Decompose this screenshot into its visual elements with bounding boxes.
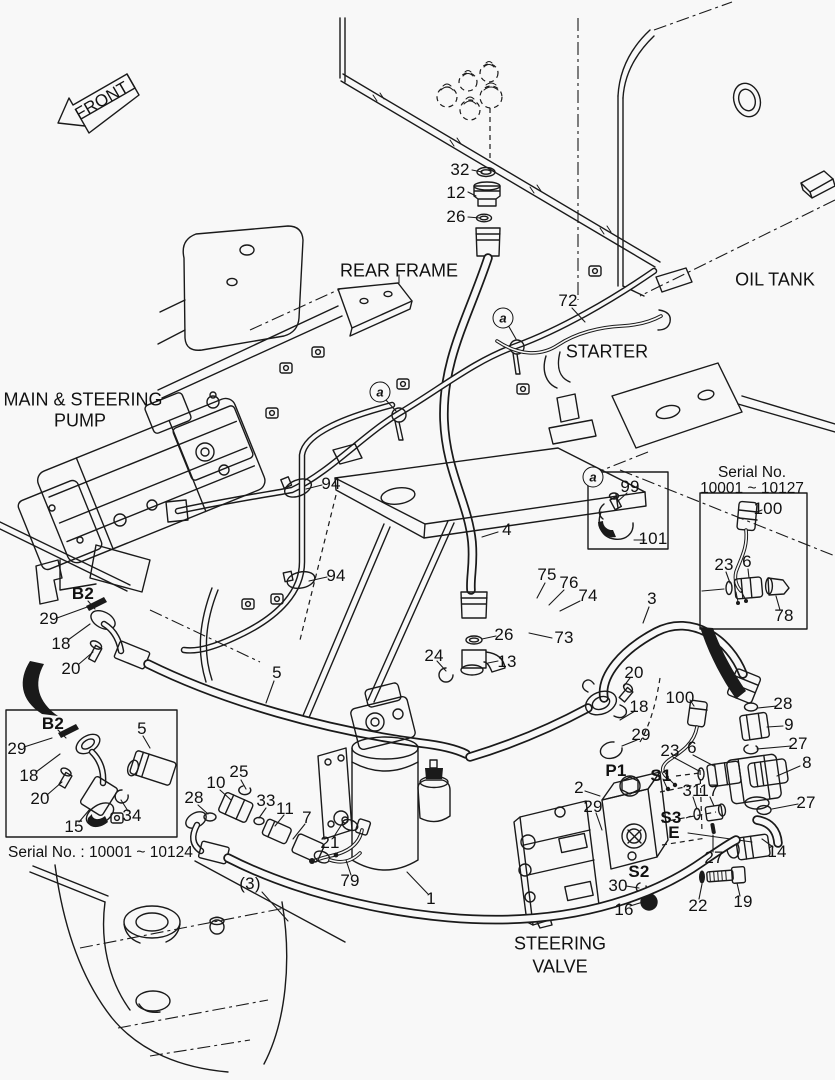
pointer-swooshes	[22, 627, 746, 716]
s1-fitting-chain	[676, 758, 788, 842]
deck-plate	[300, 444, 646, 720]
steering-valve-body	[514, 801, 599, 928]
priority-valve-block	[602, 770, 716, 869]
main-steering-pump	[16, 392, 267, 592]
right-fitting-chain	[726, 668, 782, 860]
starter-cable-72	[497, 310, 670, 444]
hose-5	[148, 664, 466, 754]
lower-hose	[183, 808, 736, 919]
leader-lines	[24, 170, 800, 921]
frame-nuts	[111, 266, 601, 823]
bolt-cluster	[437, 62, 502, 163]
rear-frame-bracket	[158, 283, 412, 398]
pressure-switch-wire	[663, 700, 708, 792]
upper-left-plate	[158, 226, 303, 350]
frame-rail-top	[340, 18, 660, 267]
fitting-stack-top	[474, 168, 500, 257]
inset-box-right	[700, 493, 807, 629]
pump-outlet-elbow	[86, 597, 150, 669]
clamp-detail-box	[588, 472, 668, 549]
oil-tank	[618, 2, 835, 296]
right-frame-deck	[590, 363, 835, 556]
front-direction-arrow	[58, 74, 139, 133]
mid-left-frame	[0, 522, 260, 682]
hose-3	[470, 626, 743, 759]
hose-4	[439, 258, 505, 682]
inset-box-left	[6, 710, 177, 837]
steering-pipe	[166, 271, 654, 650]
bottom-left-frame	[30, 861, 345, 1072]
